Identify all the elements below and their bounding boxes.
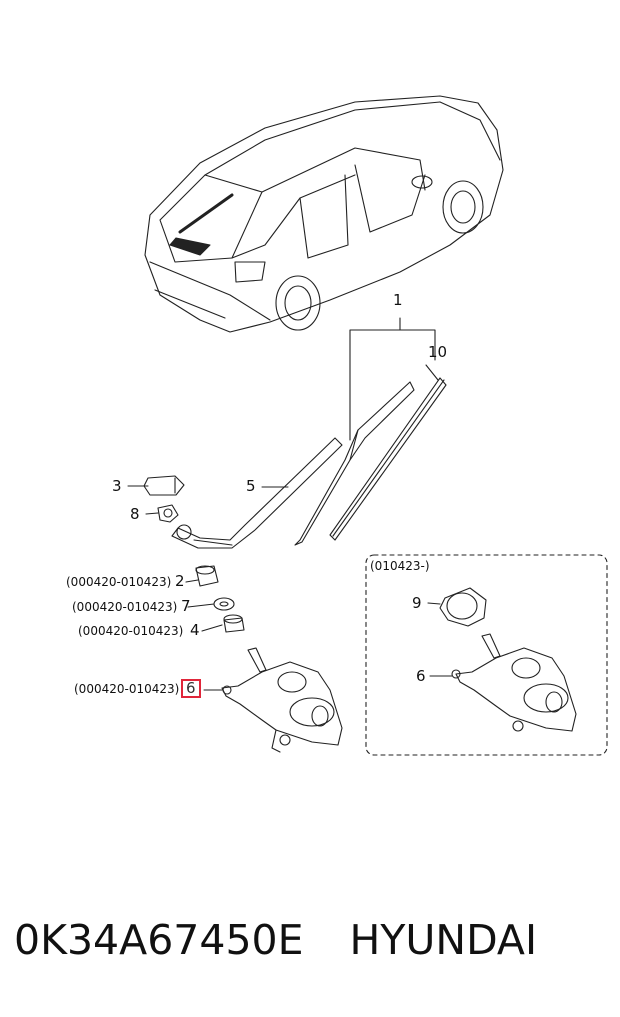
blade-refill	[329, 377, 447, 541]
cap-part	[143, 475, 185, 496]
footer-caption: 0K34A67450E HYUNDAI	[14, 916, 614, 976]
date-range-2: (000420-010423)	[66, 575, 172, 589]
callout-9: 9	[412, 594, 422, 612]
callout-1: 1	[393, 291, 403, 309]
callout-5: 5	[246, 477, 256, 495]
callout-6-highlighted[interactable]: 6	[181, 679, 201, 698]
callout-4: 4	[190, 621, 200, 639]
callout-7: 7	[181, 597, 191, 615]
parts-diagram	[127, 95, 608, 756]
part-number: 0K34A67450E	[14, 916, 304, 964]
inset-date-range: (010423-)	[370, 559, 430, 573]
date-range-4: (000420-010423)	[78, 624, 184, 638]
date-range-7: (000420-010423)	[72, 600, 178, 614]
callout-2: 2	[175, 572, 185, 590]
callout-3: 3	[112, 477, 122, 495]
callout-10: 10	[428, 343, 448, 361]
wiper-arm	[171, 437, 343, 549]
date-range-6: (000420-010423)	[74, 682, 180, 696]
wiper-motor-left	[221, 647, 343, 753]
callout-6-inset: 6	[416, 667, 426, 685]
wiper-motor-right	[439, 587, 577, 732]
car-illustration	[144, 95, 504, 333]
wiper-blade	[294, 381, 415, 546]
brand-name: HYUNDAI	[349, 916, 538, 964]
callout-8: 8	[130, 505, 140, 523]
